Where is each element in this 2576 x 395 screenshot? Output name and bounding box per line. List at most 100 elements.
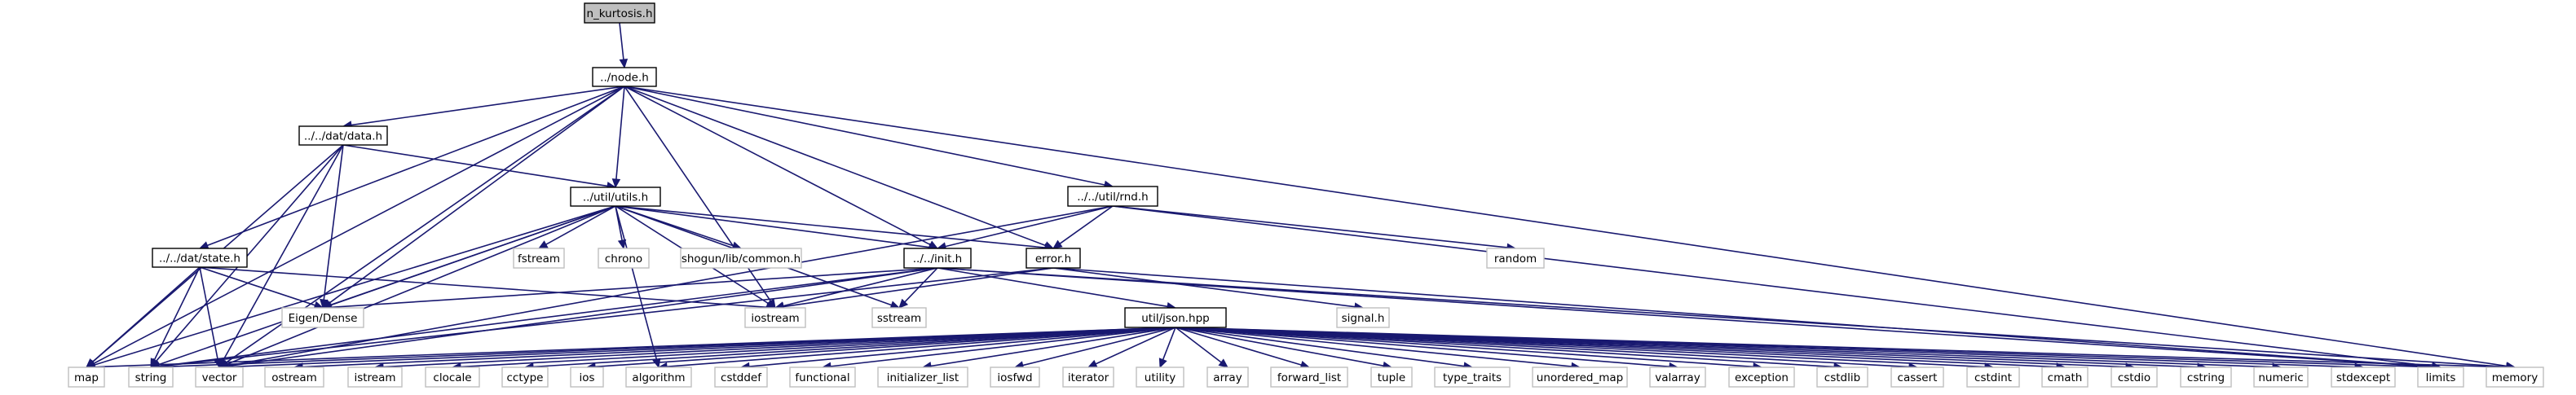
node-algorithm: algorithm: [625, 366, 692, 388]
arrowhead-icon: [1158, 358, 1167, 369]
node-memory: memory: [2486, 366, 2544, 388]
node-dat-state-h[interactable]: ../../dat/state.h: [152, 248, 248, 268]
node-ostream: ostream: [264, 366, 324, 388]
node-box: [2253, 366, 2309, 388]
node-label: unordered_map: [1537, 371, 1623, 384]
node-box: [1270, 366, 1348, 388]
arrowhead-icon: [1218, 358, 1228, 368]
edge-utils-to-fstream: [537, 205, 616, 249]
arrowhead-icon: [898, 298, 909, 309]
node-box: [152, 248, 248, 268]
node-label: type_traits: [1443, 371, 1502, 384]
node-label: clocale: [433, 371, 471, 384]
arrowhead-icon: [611, 178, 621, 189]
node-box: [68, 366, 105, 388]
node-box: [625, 366, 692, 388]
node-box: [1136, 366, 1184, 388]
node-cstring: cstring: [2180, 366, 2232, 388]
edge-json-to-cstddef: [739, 327, 1176, 371]
node-box: [990, 366, 1040, 388]
edge-state-to-vector: [199, 266, 223, 369]
node-box: [298, 125, 388, 146]
node-functional: functional: [789, 366, 856, 388]
node-util-rnd-h[interactable]: ../../util/rnd.h: [1067, 186, 1158, 207]
node-forward-list: forward_list: [1270, 366, 1348, 388]
node-box: [2486, 366, 2544, 388]
node-box: [1206, 366, 1249, 388]
edge-init-to-sstream: [898, 267, 938, 309]
node-iostream: iostream: [744, 307, 806, 328]
node-iterator: iterator: [1062, 366, 1114, 388]
node-cstddef: cstddef: [714, 366, 768, 388]
node-label: memory: [2492, 371, 2538, 384]
node-limits: limits: [2417, 366, 2464, 388]
node-box: [1890, 366, 1944, 388]
node-label: sstream: [877, 312, 921, 325]
nodes-layer: n_kurtosis.h ../node.h ../../dat/data.h ../…: [68, 2, 2544, 388]
node-box: [2111, 366, 2158, 388]
edge-json-to-array: [1175, 327, 1228, 368]
node-label: Eigen/Dense: [289, 312, 358, 325]
node-init-h[interactable]: ../../init.h: [903, 248, 972, 269]
node-dat-data-h[interactable]: ../../dat/data.h: [298, 125, 388, 146]
node-label: exception: [1735, 371, 1789, 384]
node-box: [903, 248, 972, 269]
node-node-h[interactable]: ../node.h: [592, 67, 657, 87]
node-label: ios: [579, 371, 594, 384]
node-map: map: [68, 366, 105, 388]
node-label: cassert: [1898, 371, 1938, 384]
node-box: [1649, 366, 1706, 388]
node-box: [347, 366, 403, 388]
edge-data-to-utils: [342, 144, 617, 191]
node-n-kurtosis-h[interactable]: n_kurtosis.h: [584, 2, 655, 24]
node-string: string: [128, 366, 174, 388]
node-label: initializer_list: [887, 371, 959, 384]
node-box: [584, 2, 655, 24]
edge-json-to-utility: [1158, 327, 1176, 369]
node-label: stdexcept: [2336, 371, 2390, 384]
node-label: limits: [2426, 371, 2456, 384]
node-label: fstream: [518, 252, 560, 266]
node-box: [1336, 307, 1390, 328]
node-iosfwd: iosfwd: [990, 366, 1040, 388]
node-cmath: cmath: [2041, 366, 2089, 388]
node-cstdint: cstdint: [1966, 366, 2020, 388]
node-box: [425, 366, 480, 388]
edge-utils-to-init: [615, 205, 939, 252]
node-vector: vector: [195, 366, 244, 388]
node-util-json-hpp[interactable]: util/json.hpp: [1124, 307, 1227, 328]
node-box: [570, 187, 661, 207]
node-array: array: [1206, 366, 1249, 388]
arrowhead-icon: [619, 58, 629, 69]
node-exception: exception: [1728, 366, 1795, 388]
node-clocale: clocale: [425, 366, 480, 388]
node-ios: ios: [570, 366, 604, 388]
edge-rnd-to-init: [936, 205, 1114, 251]
edge-state-to-iostream: [199, 266, 777, 312]
node-box: [877, 366, 968, 388]
node-label: signal.h: [1342, 312, 1385, 325]
node-istream: istream: [347, 366, 403, 388]
node-box: [1532, 366, 1628, 388]
node-label: cmath: [2048, 371, 2083, 384]
node-box: [598, 248, 650, 269]
node-box: [570, 366, 604, 388]
node-label: forward_list: [1277, 371, 1341, 384]
node-label: cstddef: [721, 371, 762, 384]
node-util-utils-h[interactable]: ../util/utils.h: [570, 187, 661, 207]
node-box: [128, 366, 174, 388]
node-error-h[interactable]: error.h: [1026, 248, 1081, 269]
node-utility: utility: [1136, 366, 1184, 388]
node-box: [871, 307, 927, 328]
node-numeric: numeric: [2253, 366, 2309, 388]
node-label: ../../dat/data.h: [304, 130, 382, 143]
edge-data-to-eigen: [320, 144, 344, 309]
node-box: [501, 366, 549, 388]
node-eigen-dense: Eigen/Dense: [281, 307, 364, 328]
node-label: utility: [1145, 371, 1176, 384]
node-box: [592, 67, 657, 87]
node-label: chrono: [605, 252, 642, 266]
node-label: iterator: [1068, 371, 1109, 384]
node-label: cstring: [2187, 371, 2225, 384]
node-label: ostream: [271, 371, 317, 384]
